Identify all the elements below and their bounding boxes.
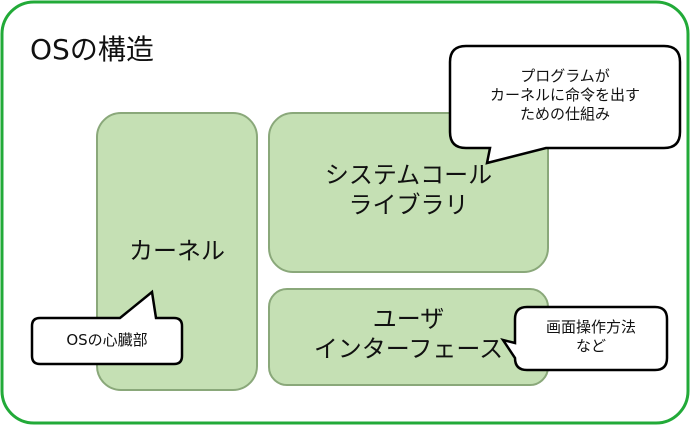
syscall-library-label: システムコール ライブラリ — [269, 160, 548, 220]
kernel-callout-text: OSの心臓部 — [66, 331, 148, 349]
user-interface-label: ユーザ インターフェース — [269, 304, 548, 364]
syscall-callout-bubble — [448, 44, 682, 165]
page-title: OSの構造 — [30, 33, 154, 66]
syscall-callout-line2: カーネルに命令を出す — [489, 85, 640, 104]
syscall-callout-text: プログラムが カーネルに命令を出す ための仕組み — [450, 67, 680, 123]
syscall-library-box — [268, 112, 549, 273]
syscall-label-line1: システムコール — [324, 161, 493, 189]
ui-callout-bubble — [500, 305, 669, 372]
ui-callout-line1: 画面操作方法 — [545, 318, 636, 336]
syscall-callout-line3: ための仕組み — [519, 104, 610, 123]
ui-label-line2: インターフェース — [313, 335, 504, 363]
kernel-text: カーネル — [129, 237, 225, 265]
kernel-callout-bubble — [30, 289, 184, 366]
syscall-callout-line1: プログラムが — [520, 67, 610, 85]
ui-callout-text: 画面操作方法 など — [515, 318, 667, 356]
kernel-label: カーネル — [97, 236, 257, 266]
syscall-label-line2: ライブラリ — [348, 191, 469, 219]
ui-label-line1: ユーザ — [372, 305, 445, 333]
ui-callout-line2: など — [575, 336, 606, 355]
